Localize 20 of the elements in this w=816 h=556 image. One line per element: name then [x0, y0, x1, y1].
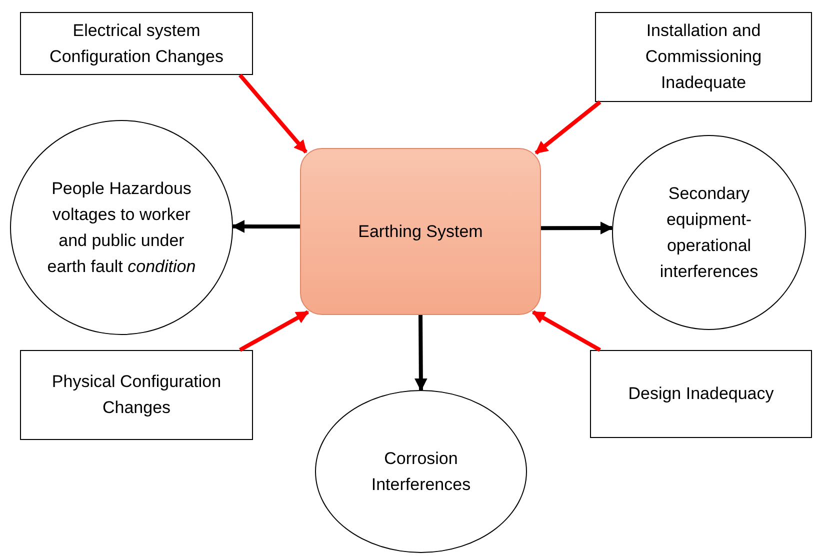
node-label: Physical Configuration Changes	[50, 371, 222, 419]
arrow	[238, 310, 310, 352]
arrow	[238, 74, 308, 154]
node-label: Earthing System	[358, 220, 483, 242]
text-box	[20, 12, 253, 75]
arrow	[541, 222, 614, 234]
node-label: Electrical system Configuration Changes	[48, 20, 224, 68]
text-box	[590, 350, 812, 438]
arrow	[532, 310, 601, 352]
text-box	[595, 12, 812, 102]
node-label: People Hazardous voltages to worker and public under earth fault condition	[47, 178, 196, 278]
node-label: Corrosion Interferences	[370, 448, 472, 496]
arrow	[414, 314, 428, 392]
node-label: Design Inadequacy	[628, 383, 774, 405]
text-box	[20, 350, 253, 440]
node-label: Secondary equipment-operational interferences	[658, 182, 760, 282]
arrow	[232, 220, 300, 233]
node-label: Installation and Commissioning Inadequate	[644, 20, 763, 94]
arrow	[534, 100, 602, 155]
central-box	[300, 148, 541, 315]
